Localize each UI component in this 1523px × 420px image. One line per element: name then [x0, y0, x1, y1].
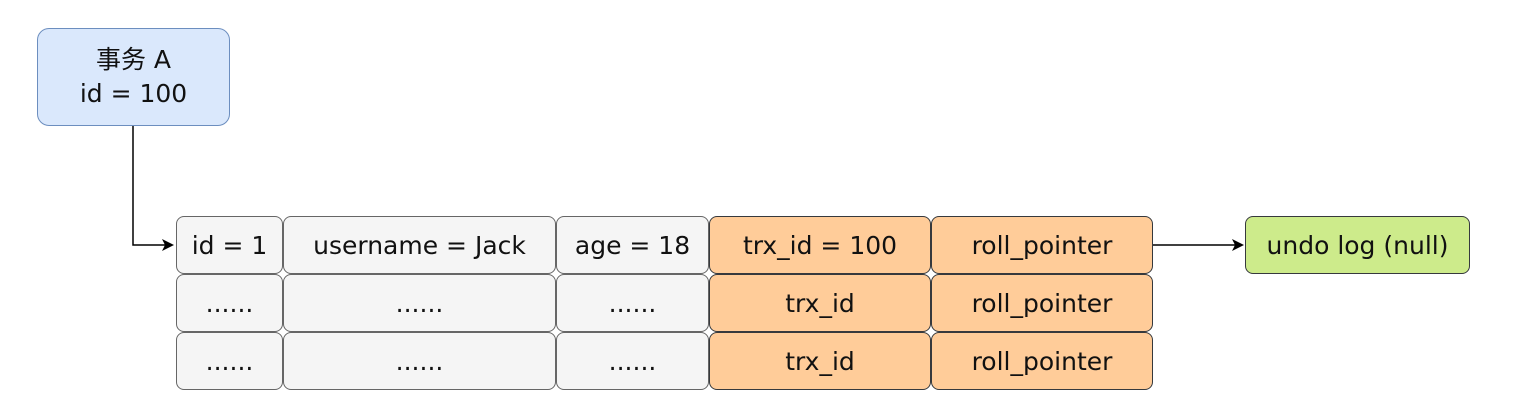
cell-roll-pointer: roll_pointer: [931, 274, 1153, 332]
cell-id: ......: [176, 332, 283, 390]
cell-age: ......: [556, 274, 709, 332]
cell-roll-pointer: roll_pointer: [931, 332, 1153, 390]
transaction-id: id = 100: [79, 79, 188, 108]
cell-username: ......: [283, 274, 556, 332]
transaction-a-node: 事务 A id = 100: [37, 28, 230, 126]
cell-age: ......: [556, 332, 709, 390]
undo-log-node: undo log (null): [1245, 216, 1470, 274]
arrow-transaction-to-row: [132, 126, 174, 251]
cell-username: username = Jack: [283, 216, 556, 274]
cell-id: ......: [176, 274, 283, 332]
cell-id: id = 1: [176, 216, 283, 274]
cell-age: age = 18: [556, 216, 709, 274]
cell-trx-id: trx_id: [709, 332, 931, 390]
cell-trx-id: trx_id: [709, 274, 931, 332]
transaction-name: 事务 A: [95, 45, 172, 74]
cell-roll-pointer: roll_pointer: [931, 216, 1153, 274]
cell-trx-id: trx_id = 100: [709, 216, 931, 274]
undo-log-label: undo log (null): [1266, 230, 1449, 260]
cell-username: ......: [283, 332, 556, 390]
